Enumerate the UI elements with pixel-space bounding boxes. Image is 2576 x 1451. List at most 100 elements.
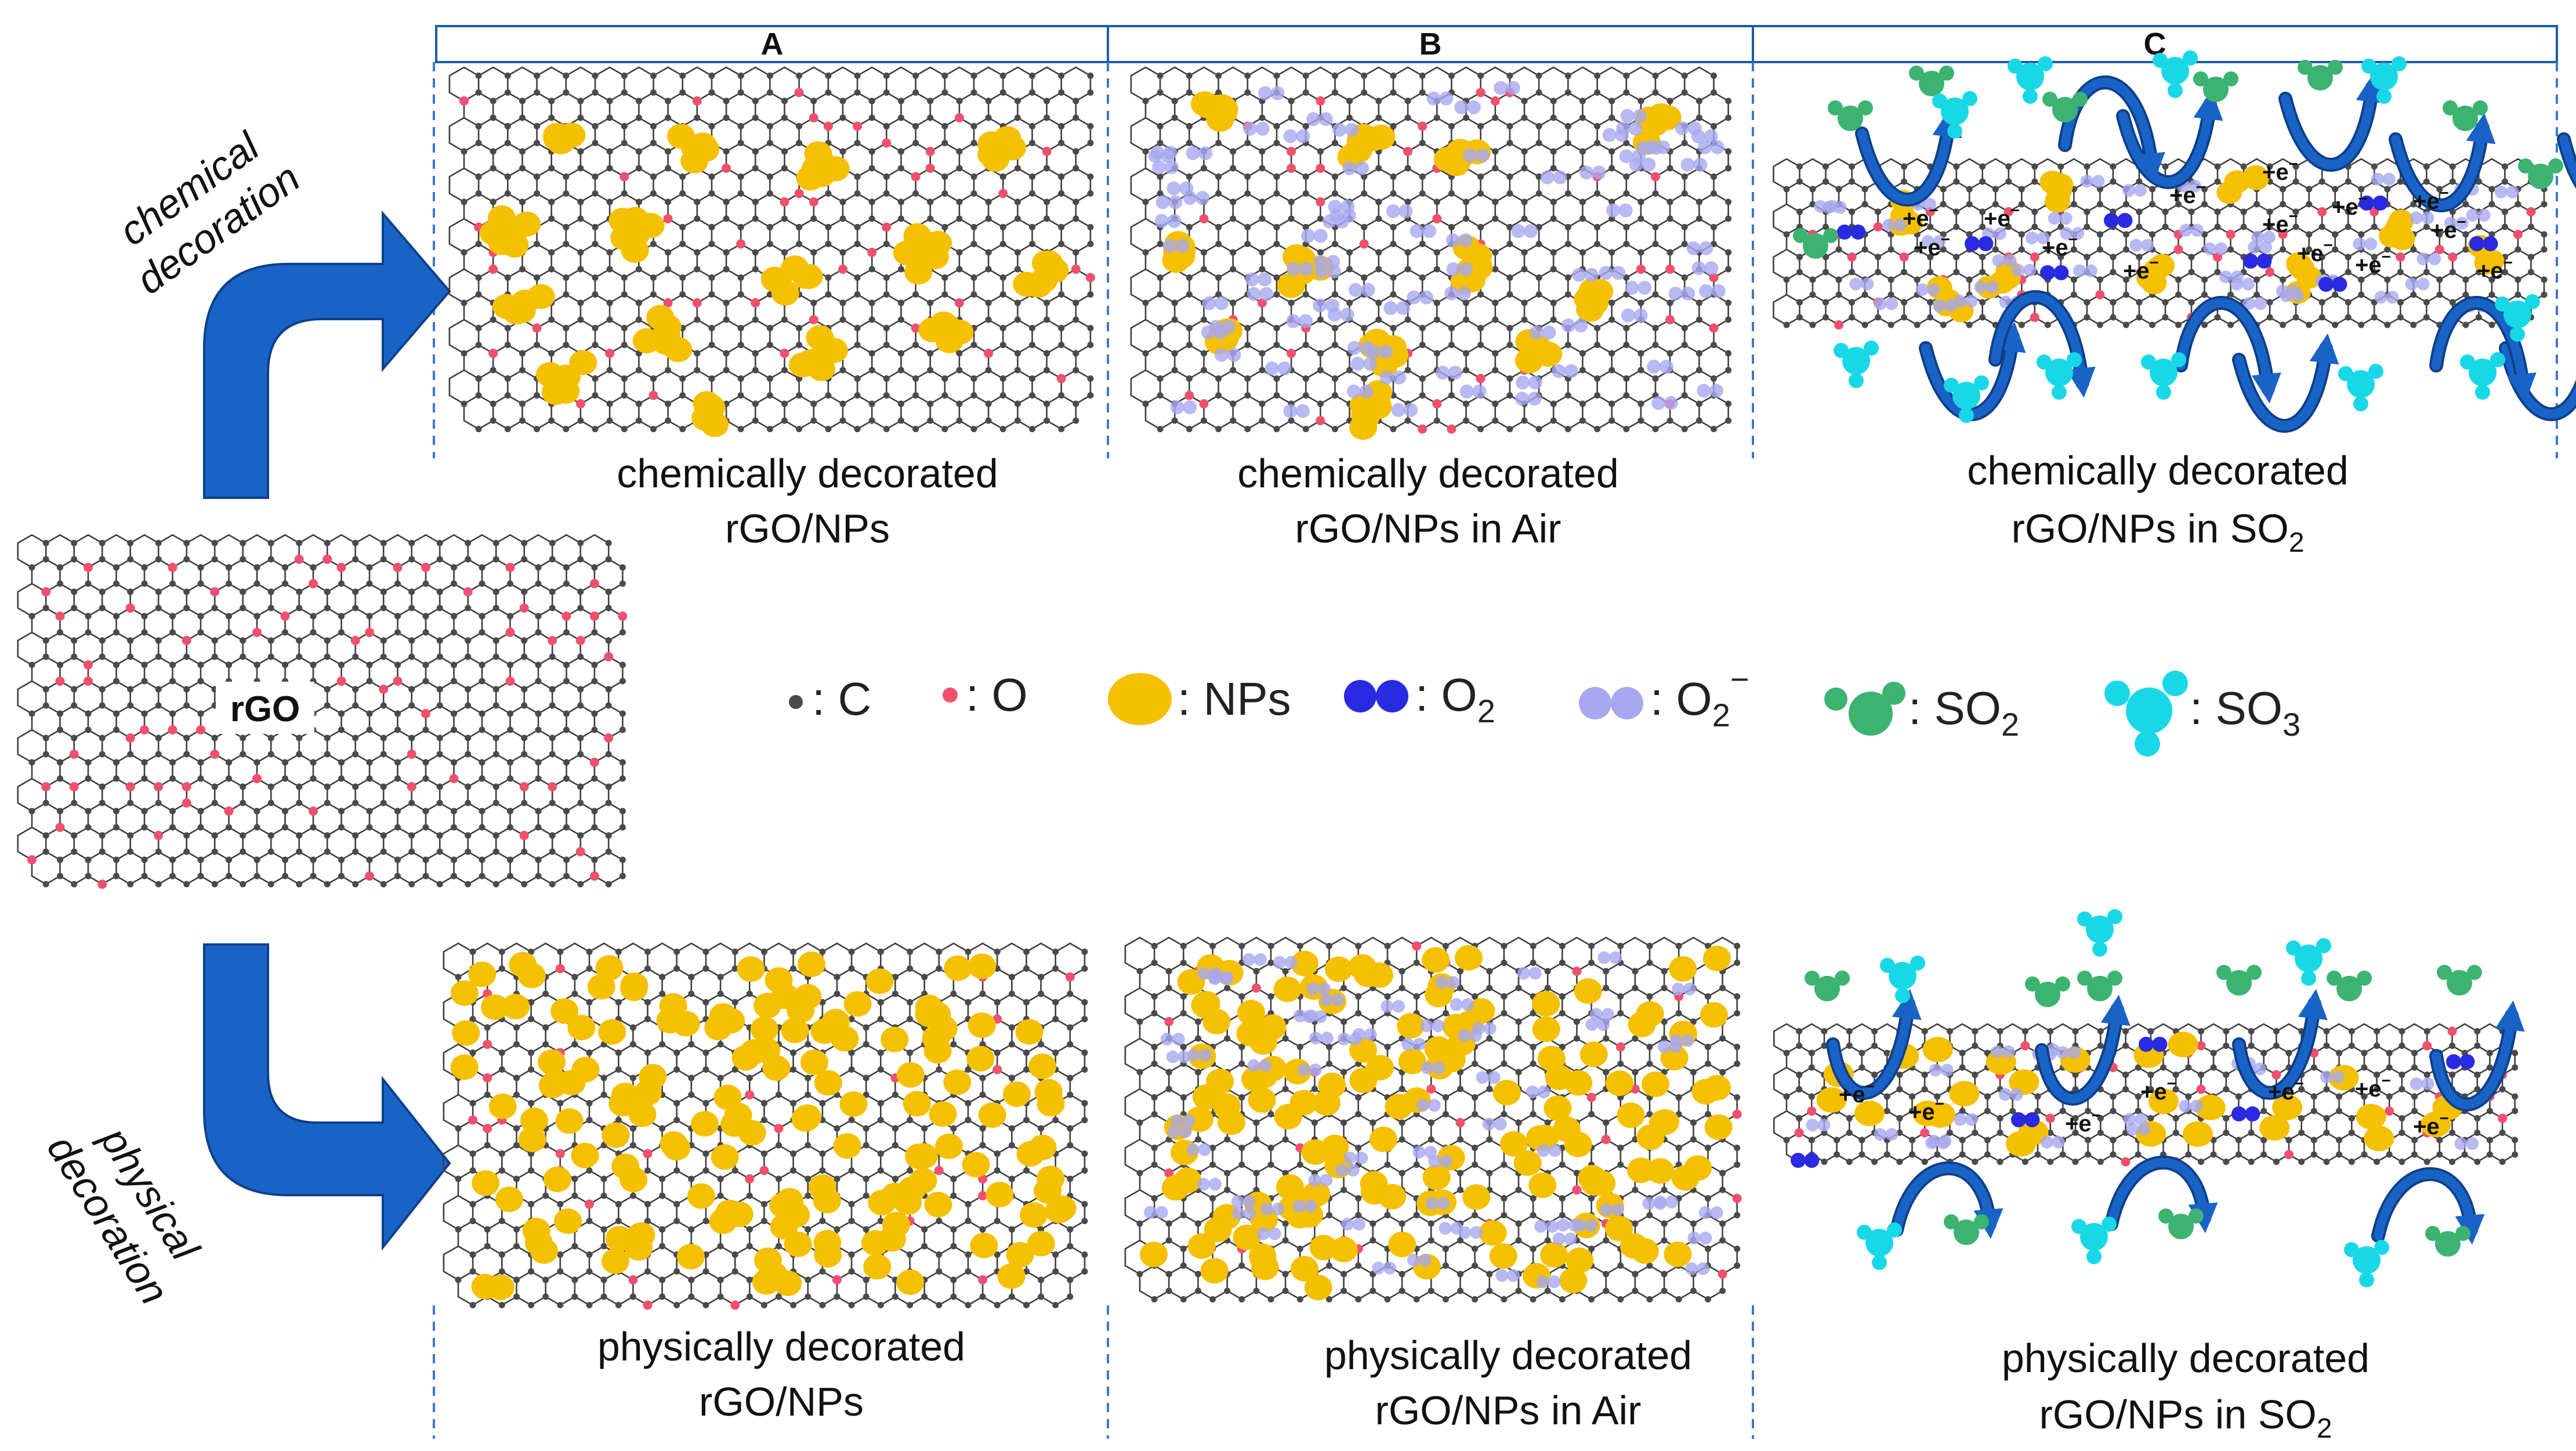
carbon-atom — [2280, 246, 2287, 253]
carbon-atom — [1506, 375, 1513, 382]
carbon-atom — [796, 73, 803, 79]
carbon-atom — [183, 605, 190, 611]
carbon-atom — [702, 949, 709, 955]
carbon-atom — [490, 316, 497, 323]
o2-molecule — [1340, 307, 1354, 322]
carbon-atom — [848, 1302, 855, 1308]
carbon-atom — [366, 808, 373, 815]
o2-molecule — [2353, 237, 2366, 251]
carbon-atom — [752, 148, 759, 155]
carbon-atom — [571, 1243, 578, 1250]
carbon-atom — [688, 990, 695, 997]
carbon-atom — [535, 759, 542, 766]
carbon-atom — [455, 1226, 462, 1233]
carbon-atom — [1058, 426, 1065, 432]
carbon-atom — [461, 148, 468, 155]
carbon-atom — [1044, 400, 1050, 407]
carbon-atom — [1052, 949, 1059, 955]
carbon-atom — [629, 1074, 636, 1081]
carbon-atom — [834, 1125, 840, 1132]
carbon-atom — [819, 1100, 826, 1106]
so3-molecule — [1849, 373, 1864, 388]
carbon-atom — [408, 702, 415, 709]
carbon-atom — [2358, 276, 2365, 283]
carbon-atom — [892, 1125, 898, 1132]
carbon-atom — [2122, 276, 2129, 283]
oxygen-atom — [1476, 88, 1486, 97]
oxygen-atom — [125, 603, 135, 613]
carbon-atom — [85, 613, 92, 620]
carbon-atom — [1067, 1024, 1074, 1031]
carbon-atom — [1157, 89, 1164, 96]
carbon-atom — [781, 165, 788, 172]
so3-molecule — [2503, 301, 2531, 328]
carbon-atom — [1725, 299, 1732, 306]
o2-molecule — [1350, 356, 1365, 371]
carbon-atom — [380, 637, 387, 644]
o2-molecule — [1363, 356, 1378, 371]
graphene-bonds — [17, 534, 624, 885]
carbon-atom — [825, 291, 832, 298]
oxygen-atom — [1873, 222, 1883, 231]
carbon-atom — [848, 965, 855, 972]
carbon-atom — [42, 686, 49, 693]
carbon-atom — [1171, 114, 1178, 121]
carbon-atom — [267, 605, 274, 611]
carbon-atom — [1695, 316, 1702, 323]
carbon-atom — [475, 392, 482, 399]
carbon-atom — [1058, 89, 1065, 96]
carbon-atom — [941, 426, 948, 432]
carbon-atom — [629, 1041, 636, 1048]
carbon-atom — [999, 325, 1006, 331]
chemical-decoration-arrow — [203, 210, 451, 499]
carbon-atom — [422, 580, 429, 587]
carbon-atom — [2201, 186, 2208, 193]
carbon-atom — [985, 367, 992, 374]
carbon-atom — [2292, 314, 2299, 321]
oxygen-atom — [809, 197, 818, 207]
carbon-atom — [737, 274, 744, 281]
carbon-atom — [615, 1302, 622, 1308]
carbon-atom — [2410, 246, 2417, 253]
carbon-atom — [1725, 417, 1732, 424]
carbon-atom — [408, 881, 415, 888]
carbon-atom — [1073, 367, 1079, 374]
carbon-atom — [897, 316, 904, 323]
carbon-atom — [1887, 276, 1894, 283]
carbon-atom — [1058, 291, 1065, 298]
o2-molecule — [1360, 341, 1374, 355]
carbon-atom — [2031, 223, 2038, 230]
carbon-atom — [408, 637, 415, 644]
carbon-atom — [226, 873, 232, 880]
carbon-atom — [113, 629, 119, 636]
carbon-atom — [1317, 215, 1324, 222]
carbon-atom — [688, 1175, 695, 1182]
carbon-atom — [57, 775, 63, 782]
o2-molecule — [1463, 148, 1477, 162]
oxygen-atom — [407, 750, 416, 759]
carbon-atom — [1390, 224, 1397, 230]
carbon-atom — [1652, 426, 1659, 432]
carbon-atom — [535, 564, 542, 571]
carbon-atom — [965, 999, 972, 1005]
carbon-atom — [1637, 400, 1644, 407]
carbon-atom — [484, 1243, 491, 1250]
oxygen-atom — [336, 563, 346, 572]
carbon-atom — [985, 400, 992, 407]
oxygen-atom — [1651, 172, 1660, 182]
carbon-atom — [883, 426, 890, 432]
carbon-atom — [941, 123, 948, 129]
carbon-atom — [42, 848, 49, 855]
carbon-atom — [615, 1218, 622, 1224]
reaction-arrow — [2281, 72, 2386, 169]
o2-molecule — [1704, 129, 1718, 144]
o2-molecule — [1668, 287, 1683, 301]
carbon-atom — [380, 588, 387, 595]
carbon-atom — [1433, 249, 1440, 256]
carbon-atom — [805, 1142, 811, 1149]
carbon-atom — [548, 215, 555, 222]
carbon-atom — [1186, 274, 1193, 281]
carbon-atom — [606, 417, 613, 424]
carbon-atom — [577, 249, 584, 256]
carbon-atom — [746, 990, 753, 997]
